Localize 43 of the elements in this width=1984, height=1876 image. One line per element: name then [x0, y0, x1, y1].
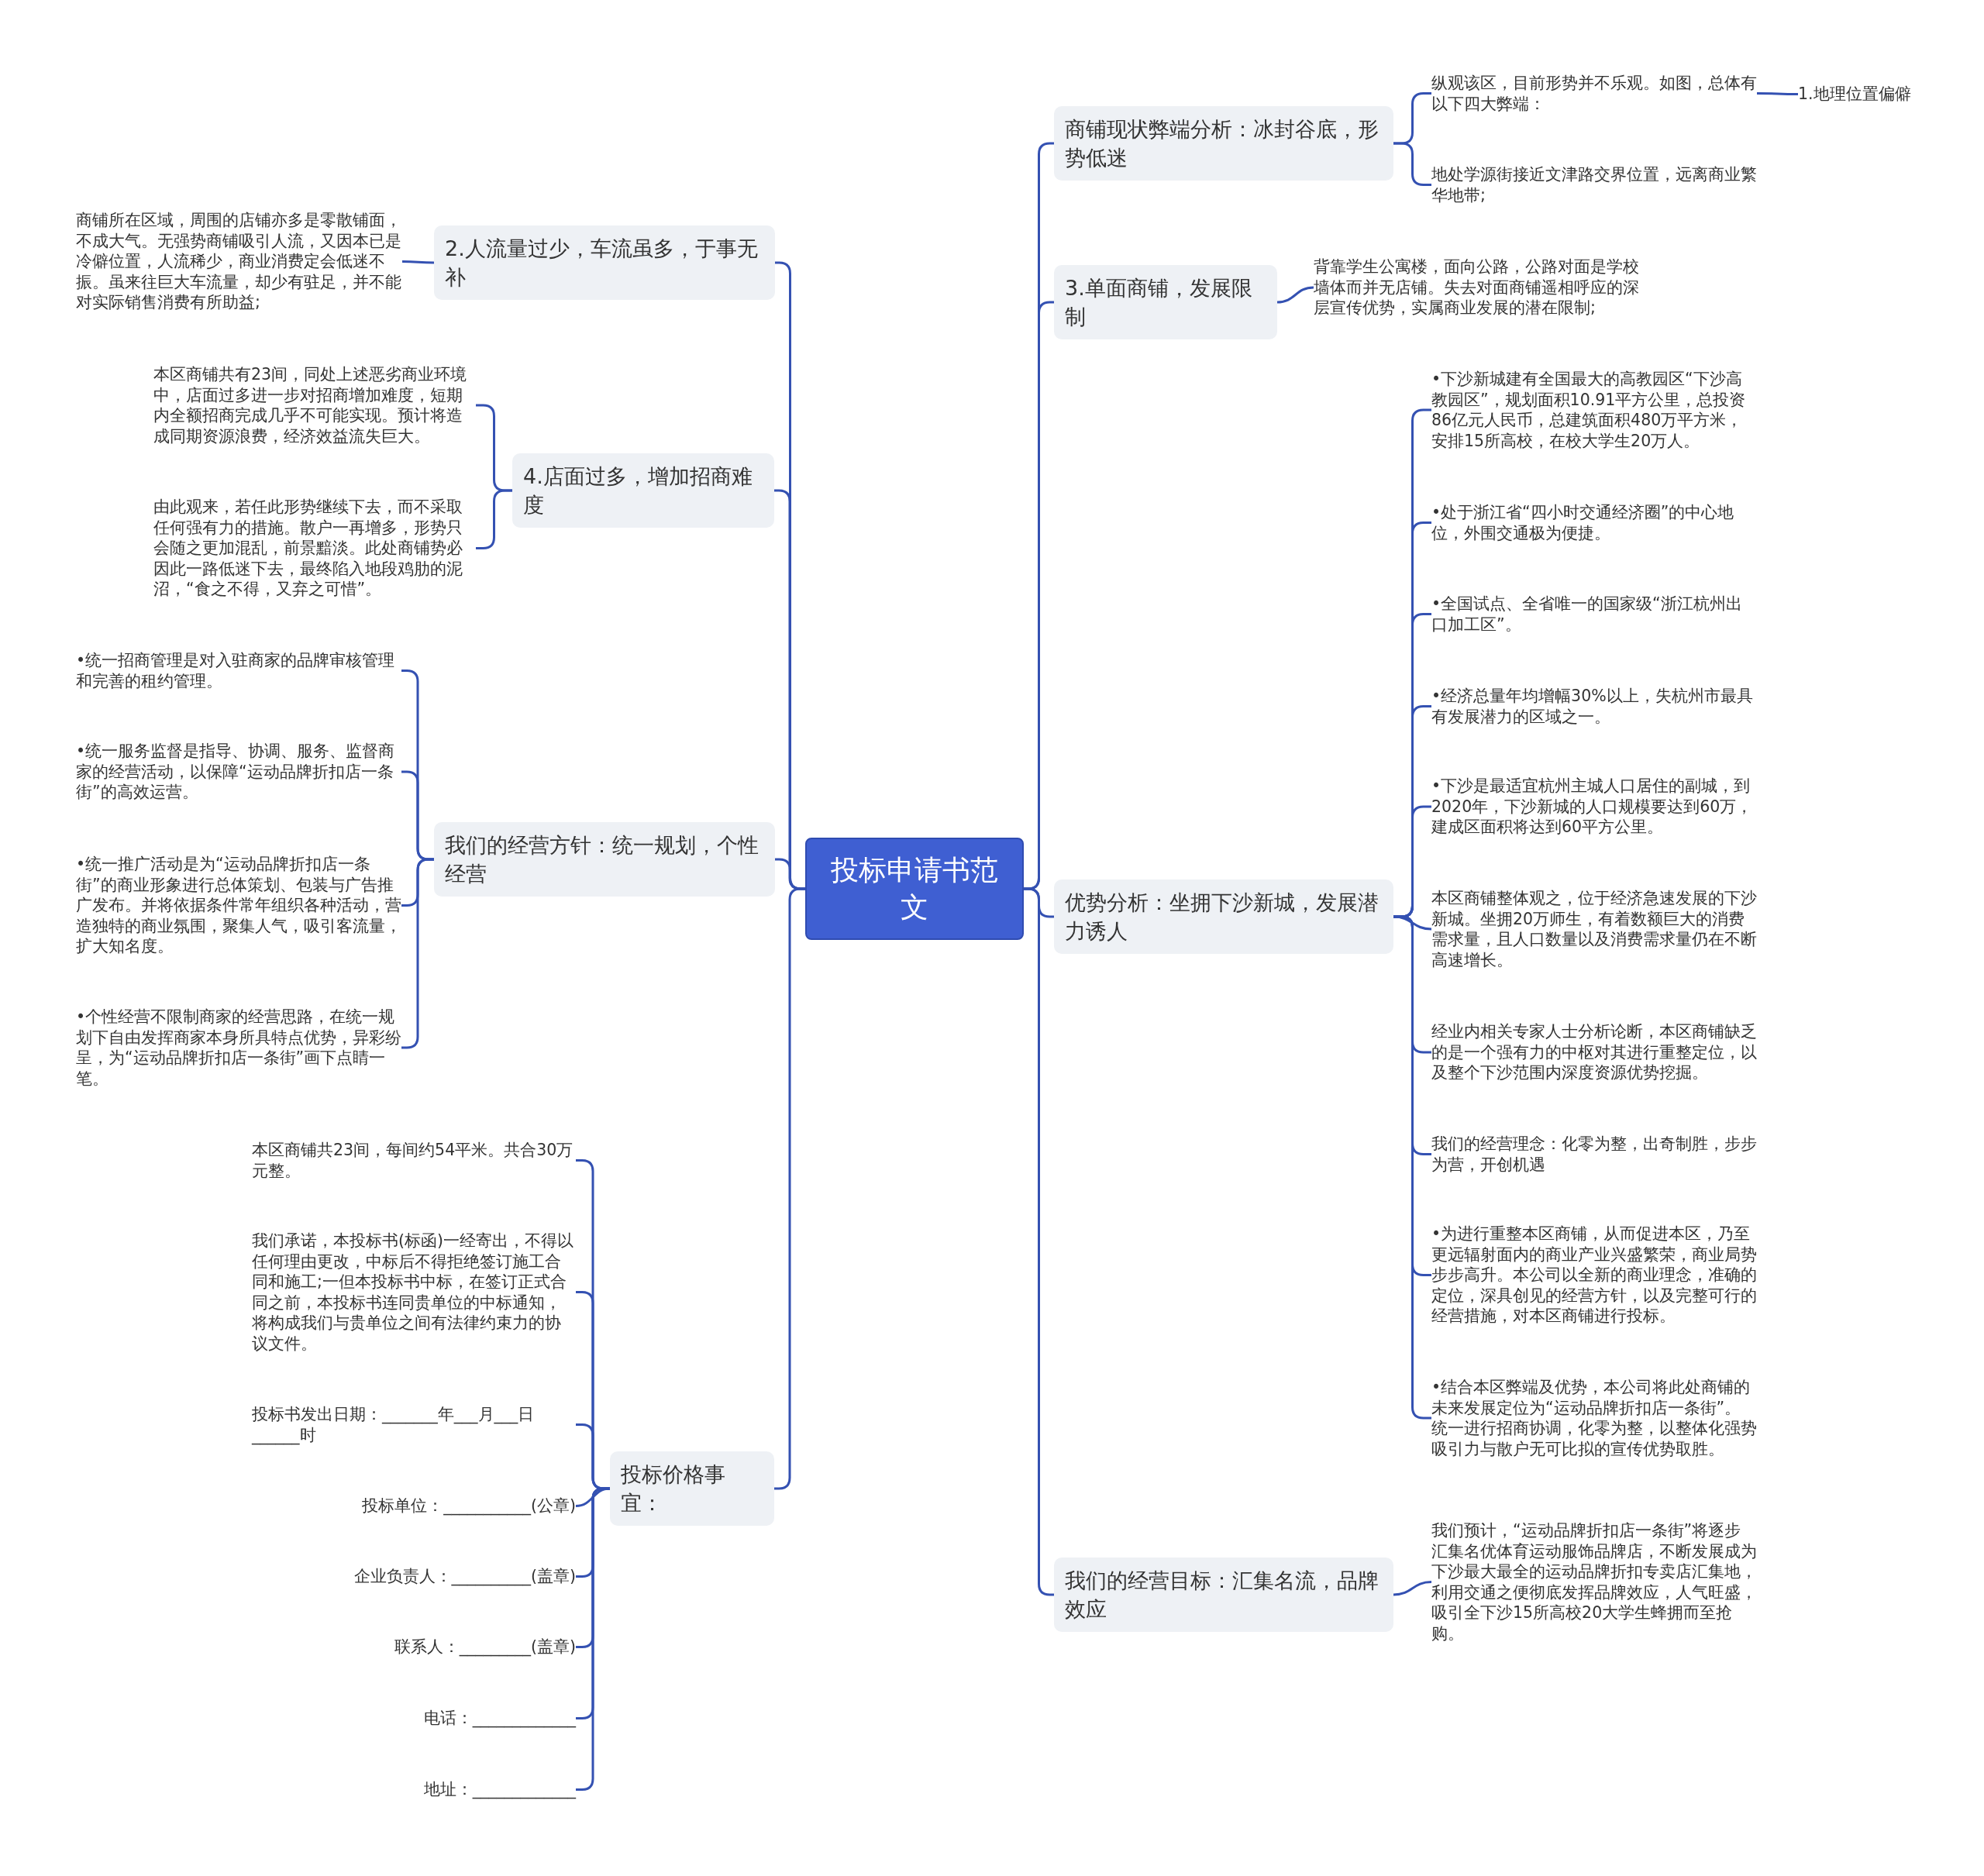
note-text: •经济总量年均增幅30%以上，失杭州市最具有发展潜力的区域之一。 — [1431, 686, 1757, 727]
note-text: •处于浙江省“四小时交通经济圈”的中心地位，外围交通极为便捷。 — [1431, 502, 1757, 543]
note-text: 我们承诺，本投标书(标函)一经寄出，不得以任何理由更改，中标后不得拒绝签订施工合同和施工;一但本投标书中标，在签订正式合同之前，本投标书连同贵单位的中标通知，将构成我们与贵单位之间有法律约束力的协议文件。 — [252, 1231, 576, 1354]
note-text: •下沙是最适宜杭州主城人口居住的副城，到2020年，下沙新城的人口规模要达到60万，建成区面积将达到60平方公里。 — [1431, 776, 1757, 838]
connector-line — [1757, 92, 1798, 95]
topic-box: 我们的经营方针：统一规划，个性经营 — [434, 822, 775, 897]
topic-box: 2.人流量过少，车流虽多，于事无补 — [434, 225, 775, 300]
form-field-text: 企业负责人：__________(盖章) — [252, 1566, 576, 1587]
form-field-text: 联系人：_________(盖章) — [252, 1637, 576, 1657]
note-text: 由此观来，若任此形势继续下去，而不采取任何强有力的措施。散户一再增多，形势只会随之更加混乱，前景黯淡。此处商铺势必因此一路低迷下去，最终陷入地段鸡肋的泥沼，“食之不得，又弃之可惜”。 — [153, 497, 476, 600]
note-text: 我们的经营理念：化零为整，出奇制胜，步步为营，开创机遇 — [1431, 1134, 1757, 1175]
note-text: 我们预计，“运动品牌折扣店一条街”将逐步汇集名优体育运动服饰品牌店，不断发展成为下沙最大最全的运动品牌折扣专卖店汇集地，利用交通之便彻底发挥品牌效应，人气旺盛，吸引全下沙15所高校20大学生蜂拥而至抢购。 — [1431, 1520, 1757, 1644]
note-text: •全国试点、全省唯一的国家级“浙江杭州出口加工区”。 — [1431, 594, 1757, 635]
note-text: 纵观该区，目前形势并不乐观。如图，总体有以下四大弊端： — [1431, 73, 1757, 114]
note-text: 投标书发出日期：_______年___月___日______时 — [252, 1404, 576, 1445]
topic-box: 我们的经营目标：汇集名流，品牌效应 — [1054, 1558, 1393, 1632]
note-text: 经业内相关专家人士分析论断，本区商铺缺乏的是一个强有力的中枢对其进行重整定位，以及整个下沙范围内深度资源优势挖掘。 — [1431, 1021, 1757, 1083]
topic-box: 商铺现状弊端分析：冰封谷底，形势低迷 — [1054, 106, 1393, 181]
note-text: 背靠学生公寓楼，面向公路，公路对面是学校墙体而并无店铺。失去对面商铺遥相呼应的深层宣传优势，实属商业发展的潜在限制; — [1314, 256, 1639, 318]
central-topic-box: 投标申请书范文 — [805, 838, 1024, 940]
form-field-text: 地址：_____________ — [252, 1779, 576, 1800]
note-text: 地处学源街接近文津路交界位置，远离商业繁华地带; — [1431, 164, 1757, 205]
note-text: •个性经营不限制商家的经营思路，在统一规划下自由发挥商家本身所具特点优势，异彩纷呈，为“运动品牌折扣店一条街”画下点睛一笔。 — [76, 1007, 401, 1089]
form-field-text: 投标单位：___________(公章) — [252, 1496, 576, 1516]
topic-box: 4.店面过多，增加招商难度 — [512, 453, 774, 528]
note-text: •结合本区弊端及优势，本公司将此处商铺的未来发展定位为“运动品牌折扣店一条街”。统一进行招商协调，化零为整，以整体化强势吸引力与散户无可比拟的宣传优势取胜。 — [1431, 1377, 1757, 1459]
note-text: •统一招商管理是对入驻商家的品牌审核管理和完善的租约管理。 — [76, 650, 401, 691]
form-field-text: 电话：_____________ — [252, 1708, 576, 1729]
note-text: 商铺所在区域，周围的店铺亦多是零散铺面，不成大气。无强势商铺吸引人流，又因本已是冷僻位置，人流稀少，商业消费定会低迷不振。虽来往巨大车流量，却少有驻足，并不能对实际销售消费有所助益; — [76, 210, 402, 313]
note-text: •下沙新城建有全国最大的高教园区“下沙高教园区”，规划面积10.91平方公里，总投资86亿元人民币，总建筑面积480万平方米，安排15所高校，在校大学生20万人。 — [1431, 369, 1757, 451]
topic-box: 投标价格事宜： — [610, 1451, 774, 1526]
note-text: •为进行重整本区商铺，从而促进本区，乃至更远辐射面内的商业产业兴盛繁荣，商业局势步步高升。本公司以全新的商业理念，准确的定位，深具创见的经营方针，以及完整可行的经营措施，对本区商铺进行投标。 — [1431, 1224, 1757, 1327]
note-text: •统一服务监督是指导、协调、服务、监督商家的经营活动，以保障“运动品牌折扣店一条街”的高效运营。 — [76, 741, 401, 803]
note-text: 本区商铺共有23间，同处上述恶劣商业环境中，店面过多进一步对招商增加难度，短期内全额招商完成几乎不可能实现。预计将造成同期资源浪费，经济效益流失巨大。 — [153, 364, 476, 446]
note-text: •统一推广活动是为“运动品牌折扣店一条街”的商业形象进行总体策划、包装与广告推广发布。并将依据条件常年组织各种活动，营造独特的商业氛围，聚集人气，吸引客流量，扩大知名度。 — [76, 854, 401, 957]
note-text: 1.地理位置偏僻 — [1798, 84, 1930, 105]
topic-box: 3.单面商铺，发展限制 — [1054, 265, 1277, 339]
note-text: 本区商铺整体观之，位于经济急速发展的下沙新城。坐拥20万师生，有着数额巨大的消费需求量，且人口数量以及消费需求量仍在不断高速增长。 — [1431, 888, 1757, 970]
connector-line — [1393, 1581, 1432, 1596]
topic-box: 优势分析：坐拥下沙新城，发展潜力诱人 — [1054, 879, 1393, 954]
connector-line — [402, 260, 434, 264]
connector-line — [1276, 286, 1314, 304]
note-text: 本区商铺共23间，每间约54平米。共合30万元整。 — [252, 1140, 576, 1181]
